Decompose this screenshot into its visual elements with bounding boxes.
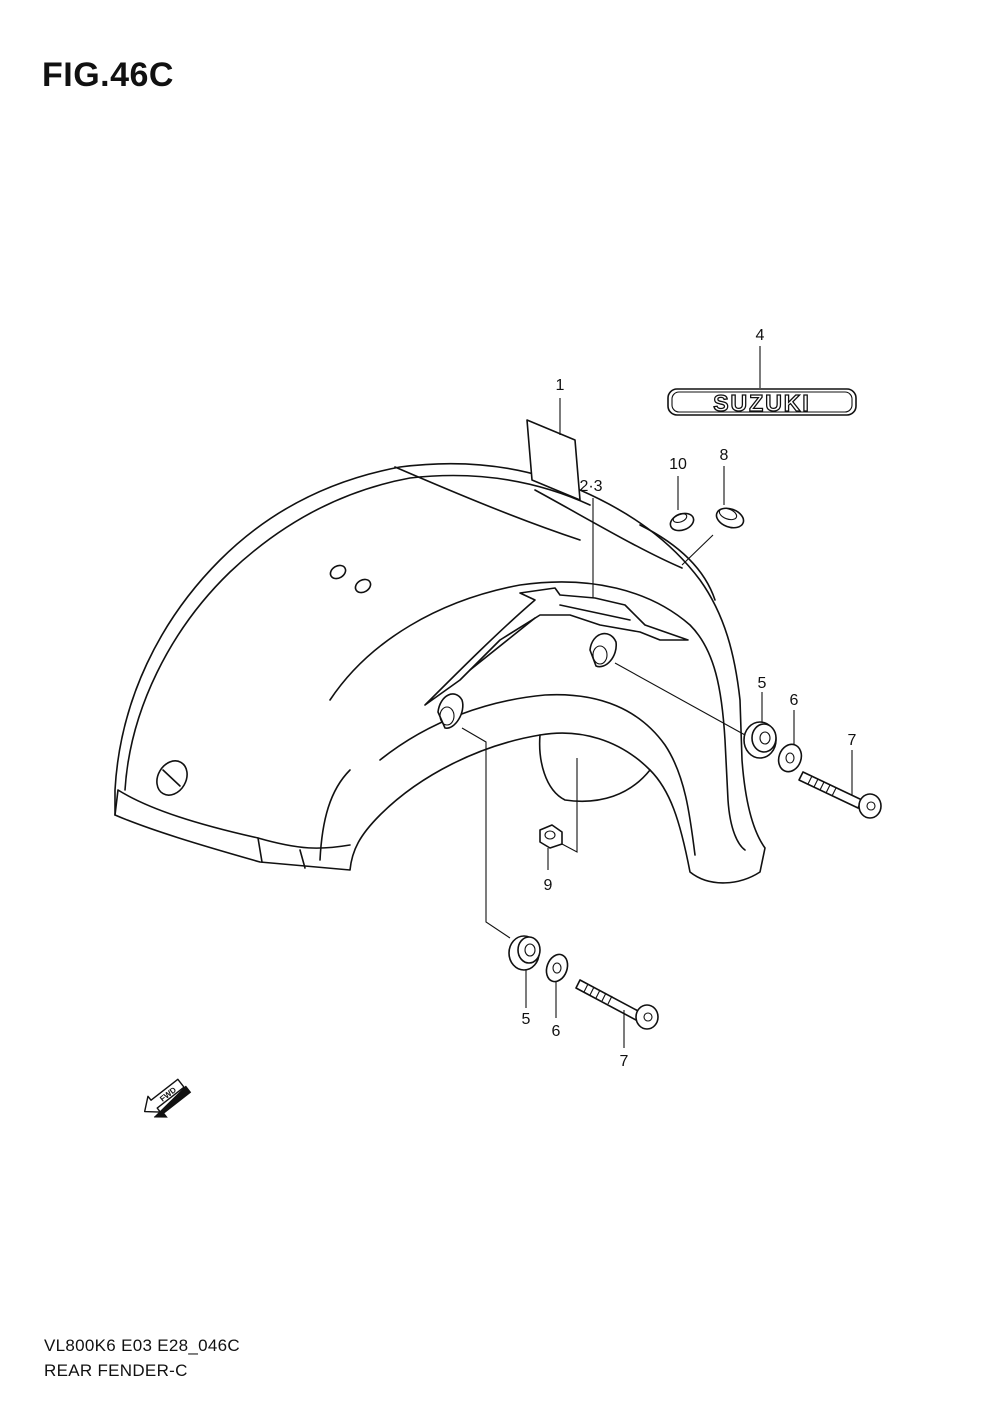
washer-part-6-upper bbox=[777, 743, 803, 773]
decal-shape bbox=[424, 587, 689, 706]
cushion-part-5-upper bbox=[743, 721, 777, 759]
grommet-part-10 bbox=[669, 512, 695, 532]
callout-5-lower: 5 bbox=[522, 1011, 531, 1028]
grommet-part-8 bbox=[715, 507, 745, 529]
fender-inner-wall bbox=[538, 734, 651, 802]
diagram-name: REAR FENDER-C bbox=[44, 1361, 188, 1380]
callout-7-upper: 7 bbox=[848, 732, 857, 749]
bolt-part-7-lower bbox=[575, 979, 659, 1030]
callout-5-upper: 5 bbox=[758, 675, 767, 692]
fender-rim-line bbox=[124, 474, 591, 791]
fender-crown-panel bbox=[394, 466, 683, 569]
fender-outline bbox=[114, 462, 766, 884]
diagram-code: VL800K6 E03 E28_046C bbox=[44, 1336, 240, 1355]
label-sheet-part-1 bbox=[526, 419, 581, 501]
callout-2-3: 2·3 bbox=[579, 478, 602, 495]
emblem-text: SUZUKI bbox=[713, 390, 811, 416]
fender-side-holes bbox=[437, 632, 617, 729]
callout-7-lower: 7 bbox=[620, 1053, 629, 1070]
figure-title: FIG.46C bbox=[42, 56, 174, 94]
rear-fender bbox=[114, 462, 766, 884]
bolt-part-7-upper bbox=[798, 771, 882, 819]
callout-6-lower: 6 bbox=[552, 1023, 561, 1040]
suzuki-emblem-part-4: SUZUKI bbox=[667, 388, 857, 417]
callout-9: 9 bbox=[544, 877, 553, 894]
fender-inner-arch bbox=[329, 581, 746, 851]
fender-front-lip bbox=[114, 789, 263, 863]
callout-10: 10 bbox=[669, 456, 687, 473]
fender-side-fold bbox=[319, 769, 351, 861]
cushion-part-5-lower bbox=[508, 935, 541, 971]
fwd-arrow-icon: FWD bbox=[143, 1078, 192, 1118]
fender-decal-2-3 bbox=[424, 587, 689, 706]
leader-lines bbox=[461, 346, 853, 1048]
callout-4: 4 bbox=[756, 327, 765, 344]
callout-labels: 1 2·3 4 10 8 5 6 7 9 5 6 7 bbox=[522, 327, 857, 1070]
fender-lower-edge bbox=[257, 837, 351, 869]
callout-8: 8 bbox=[720, 447, 729, 464]
callout-1: 1 bbox=[556, 377, 565, 394]
fender-mounting-holes bbox=[156, 564, 372, 796]
callout-6-upper: 6 bbox=[790, 692, 799, 709]
nut-part-9 bbox=[539, 824, 563, 849]
washer-part-6-lower bbox=[545, 953, 569, 983]
